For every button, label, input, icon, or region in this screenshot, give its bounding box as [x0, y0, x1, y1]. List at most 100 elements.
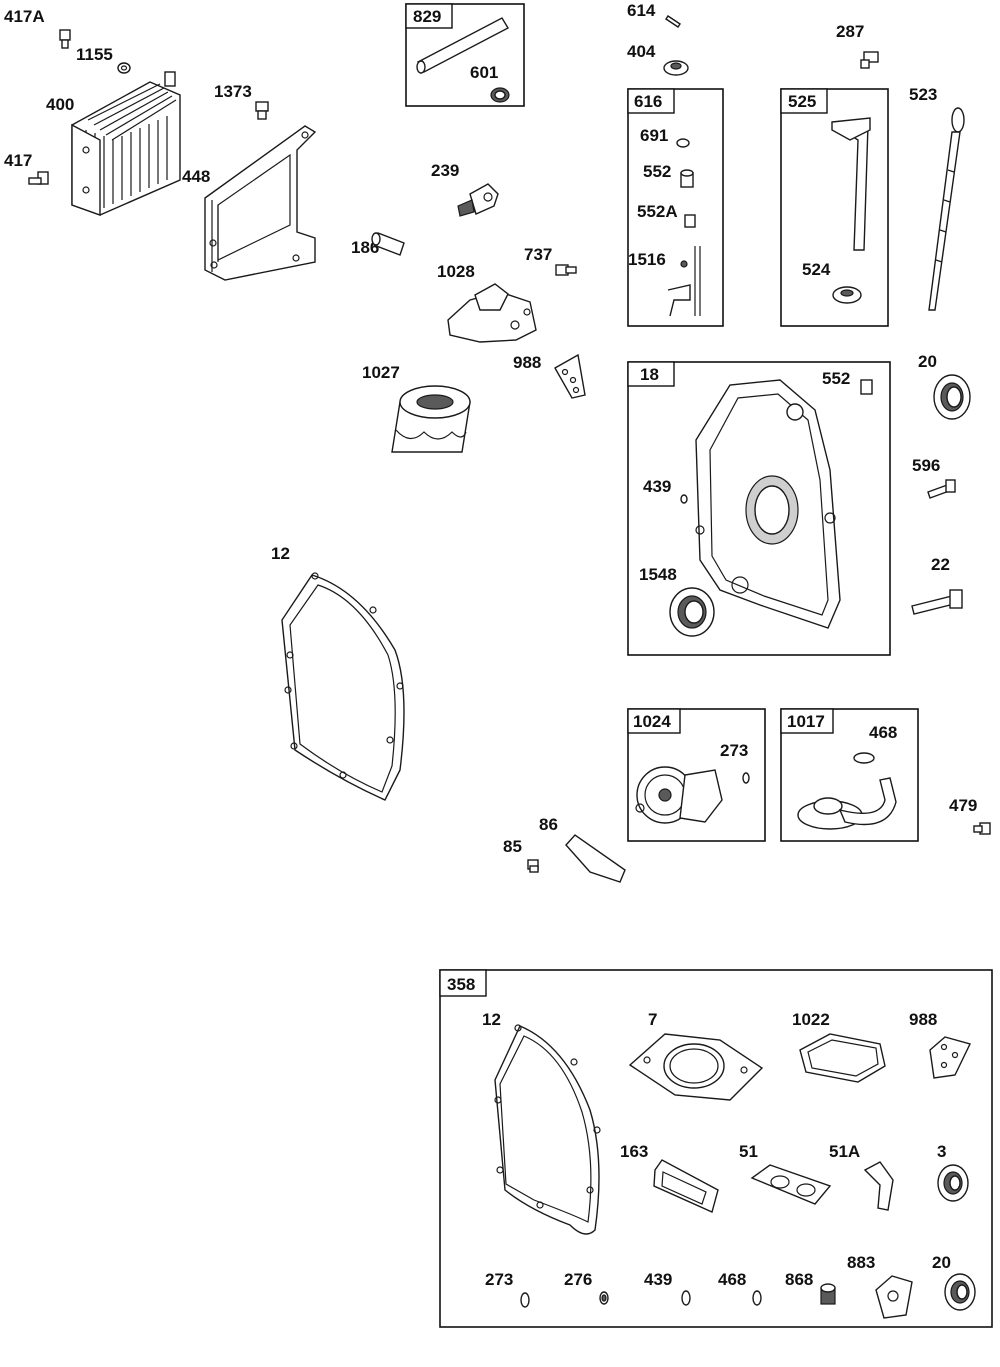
box-label-18: 18: [640, 365, 659, 384]
label-468: 468: [869, 723, 897, 742]
label-400: 400: [46, 95, 74, 114]
kit-ring-439-part[interactable]: [681, 1290, 691, 1306]
bolt-22-part[interactable]: [911, 589, 963, 615]
bolt-417A-part[interactable]: [59, 29, 71, 49]
kit-label-20: 20: [932, 1253, 951, 1272]
seal-1548-part[interactable]: [669, 587, 715, 637]
label-1516: 1516: [628, 250, 666, 269]
cap-524-part[interactable]: [832, 286, 862, 304]
label-1028: 1028: [437, 262, 475, 281]
bushing-552A-part[interactable]: [684, 214, 696, 228]
seal-20-part[interactable]: [933, 374, 971, 420]
label-85: 85: [503, 837, 522, 856]
screw-737-part[interactable]: [555, 264, 577, 276]
label-448: 448: [182, 167, 210, 186]
label-86: 86: [539, 815, 558, 834]
kit-label-51: 51: [739, 1142, 758, 1161]
gasket-12-part[interactable]: [281, 572, 405, 801]
oil-cooler-400-part[interactable]: [71, 71, 181, 216]
screw-287-part[interactable]: [860, 51, 879, 69]
kit-gasket-51-part[interactable]: [750, 1164, 832, 1205]
kit-label-439: 439: [644, 1270, 672, 1289]
kit-head-gasket-7-part[interactable]: [628, 1033, 764, 1101]
bracket-448-part[interactable]: [204, 125, 317, 281]
pin-614-part[interactable]: [665, 15, 681, 28]
label-1155: 1155: [76, 45, 113, 64]
cover-86-part[interactable]: [565, 834, 626, 883]
governor-1516-part[interactable]: [667, 246, 701, 317]
washer-1155-part[interactable]: [117, 62, 131, 74]
label-601: 601: [470, 63, 498, 82]
kit-box-829: 829: [405, 3, 525, 107]
screw-479-part[interactable]: [973, 822, 991, 835]
kit-gasket-1022-part[interactable]: [799, 1033, 886, 1083]
kit-box-18: 18: [627, 361, 891, 656]
crankcase-cover-18-part[interactable]: [695, 379, 841, 629]
label-552A: 552A: [637, 202, 678, 221]
pickup-1017-part[interactable]: [797, 777, 897, 830]
kit-seal-868-part[interactable]: [820, 1283, 836, 1305]
kit-label-468: 468: [718, 1270, 746, 1289]
bushing-552-part[interactable]: [680, 169, 694, 188]
sensor-239-part[interactable]: [457, 183, 499, 217]
ring-691-part[interactable]: [676, 138, 690, 148]
kit-gasket-883-part[interactable]: [875, 1275, 913, 1319]
box-label-1024: 1024: [633, 712, 671, 731]
kit-gasket-988-part[interactable]: [929, 1036, 971, 1079]
ring-273-part[interactable]: [742, 772, 750, 784]
box-label-1017: 1017: [787, 712, 825, 731]
kit-label-883: 883: [847, 1253, 875, 1272]
kit-seal-20-part[interactable]: [944, 1273, 976, 1311]
kit-box-525: 525: [780, 88, 889, 327]
box-label-358: 358: [447, 975, 475, 994]
kit-box-358: 358: [439, 969, 993, 1328]
gasket-988-part[interactable]: [554, 353, 586, 399]
bushing-552-box18-part[interactable]: [860, 379, 873, 395]
kit-ring-468-part[interactable]: [752, 1290, 762, 1306]
kit-label-273: 273: [485, 1270, 513, 1289]
bolt-417-part[interactable]: [28, 171, 49, 185]
label-1373: 1373: [214, 82, 252, 101]
label-239: 239: [431, 161, 459, 180]
label-417: 417: [4, 151, 32, 170]
label-524: 524: [802, 260, 831, 279]
fitting-186-part[interactable]: [371, 232, 405, 256]
kit-label-3: 3: [937, 1142, 946, 1161]
kit-label-51A: 51A: [829, 1142, 860, 1161]
kit-label-1022: 1022: [792, 1010, 830, 1029]
label-273: 273: [720, 741, 748, 760]
bolt-596-part[interactable]: [927, 479, 956, 499]
box-label-829: 829: [413, 7, 441, 26]
kit-ring-273-part[interactable]: [520, 1292, 530, 1308]
tube-525-part[interactable]: [831, 117, 871, 251]
label-596: 596: [912, 456, 940, 475]
kit-label-868: 868: [785, 1270, 813, 1289]
oring-468-part[interactable]: [853, 752, 875, 764]
clamp-601-part[interactable]: [490, 87, 510, 103]
kit-label-276: 276: [564, 1270, 592, 1289]
label-552-in-616: 552: [643, 162, 671, 181]
label-20: 20: [918, 352, 937, 371]
tube-829-part[interactable]: [416, 17, 509, 74]
oil-filter-1027-part[interactable]: [391, 385, 471, 453]
label-614: 614: [627, 1, 656, 20]
oil-pump-1024-part[interactable]: [635, 766, 723, 824]
kit-ring-276-part[interactable]: [599, 1291, 609, 1305]
kit-gasket-163-part[interactable]: [653, 1159, 719, 1213]
kit-seal-3-part[interactable]: [937, 1164, 969, 1202]
kit-gasket-12-part[interactable]: [494, 1024, 601, 1235]
screw-85-part[interactable]: [527, 859, 539, 873]
kit-gasket-51A-part[interactable]: [863, 1161, 894, 1211]
label-479: 479: [949, 796, 977, 815]
bolt-1373-part[interactable]: [255, 101, 269, 120]
kit-label-163: 163: [620, 1142, 648, 1161]
label-552-in-18: 552: [822, 369, 850, 388]
ring-439-part[interactable]: [680, 494, 688, 504]
label-1548: 1548: [639, 565, 677, 584]
filter-adapter-1028-part[interactable]: [447, 283, 537, 343]
grommet-404-part[interactable]: [663, 60, 689, 76]
dipstick-523-part[interactable]: [928, 107, 965, 311]
box-label-525: 525: [788, 92, 816, 111]
box-label-616: 616: [634, 92, 662, 111]
label-1027: 1027: [362, 363, 400, 382]
